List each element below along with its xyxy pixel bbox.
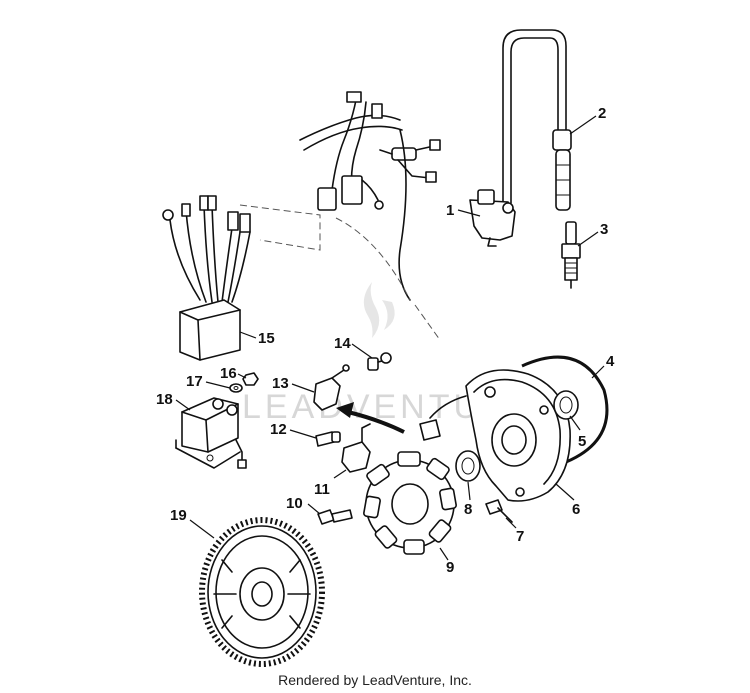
callout-19: 19 — [170, 507, 187, 524]
callout-13: 13 — [272, 375, 289, 392]
callout-4: 4 — [606, 353, 615, 370]
footer-credit: Rendered by LeadVenture, Inc. — [278, 672, 472, 688]
callout-17: 17 — [186, 373, 203, 390]
callout-16: 16 — [220, 365, 237, 382]
callout-1: 1 — [446, 202, 454, 219]
washer — [229, 383, 243, 393]
bolt-7 — [485, 499, 513, 523]
connector-dash-lines — [239, 204, 441, 341]
flywheel — [199, 517, 325, 667]
callout-6: 6 — [572, 501, 580, 518]
wiring-harness — [299, 91, 441, 301]
callout-9: 9 — [446, 559, 454, 576]
callout-12: 12 — [270, 421, 287, 438]
bracket — [341, 423, 371, 473]
spark-plug-wire-and-boot — [502, 29, 572, 211]
callout-2: 2 — [598, 105, 606, 122]
callout-18: 18 — [156, 391, 173, 408]
callout-11: 11 — [314, 481, 330, 498]
starter-solenoid — [175, 397, 247, 469]
cdi-module — [162, 195, 251, 361]
callout-8: 8 — [464, 501, 472, 518]
seal-small — [553, 390, 579, 420]
callout-10: 10 — [286, 495, 303, 512]
callout-14: 14 — [334, 335, 351, 352]
bolt-10 — [317, 509, 353, 525]
stator — [363, 451, 457, 555]
spark-plug — [561, 221, 581, 289]
screw-14 — [367, 352, 392, 371]
nut — [242, 372, 259, 386]
assembly-arrow — [336, 402, 405, 434]
callout-3: 3 — [600, 221, 608, 238]
screw-12 — [315, 431, 341, 447]
callout-leaders — [175, 115, 605, 561]
callout-7: 7 — [516, 528, 524, 545]
cover-gasket — [521, 355, 609, 464]
oil-seal — [455, 450, 481, 482]
pulser-coil — [313, 364, 350, 411]
ignition-coil — [469, 189, 516, 247]
callout-5: 5 — [578, 433, 586, 450]
callout-15: 15 — [258, 330, 275, 347]
stator-housing — [419, 369, 571, 502]
callout-labels: 1 2 3 4 5 6 7 8 9 10 11 12 13 14 15 16 1… — [156, 105, 615, 576]
